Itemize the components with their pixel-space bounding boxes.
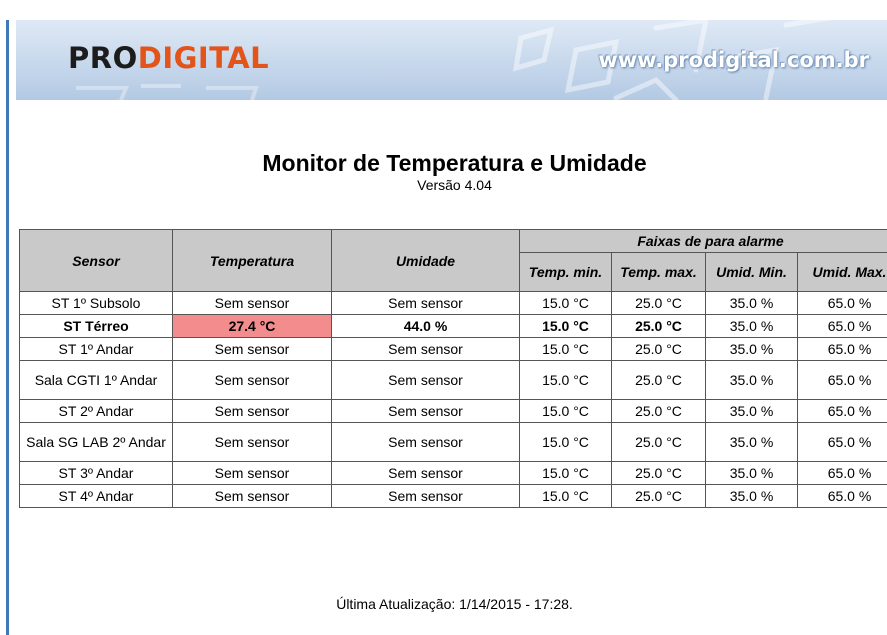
cell-humidity: Sem sensor — [331, 337, 520, 361]
cell-temp-min: 15.0 °C — [519, 360, 612, 400]
cell-humid-min: 35.0 % — [705, 314, 798, 338]
cell-humidity: Sem sensor — [331, 484, 520, 508]
cell-humidity: Sem sensor — [331, 399, 520, 423]
cell-temp-max: 25.0 °C — [611, 422, 706, 462]
cell-sensor: ST 1º Subsolo — [19, 291, 173, 315]
cell-humid-max: 65.0 % — [797, 360, 887, 400]
cell-sensor: ST Térreo — [19, 314, 173, 338]
cell-sensor: ST 1º Andar — [19, 337, 173, 361]
cell-temp-min: 15.0 °C — [519, 461, 612, 485]
cell-temp-min: 15.0 °C — [519, 337, 612, 361]
cell-temp-max: 25.0 °C — [611, 291, 706, 315]
header-temp-min: Temp. min. — [519, 252, 612, 292]
page-title: Monitor de Temperatura e Umidade — [262, 150, 647, 176]
sensor-table-container: Sensor Temperatura Umidade Faixas de par… — [19, 229, 887, 508]
cell-temp-min: 15.0 °C — [519, 422, 612, 462]
version-label: Versão 4.04 — [417, 177, 492, 193]
table-row: ST Térreo 27.4 °C 44.0 % 15.0 °C 25.0 °C… — [19, 314, 887, 338]
cell-humid-min: 35.0 % — [705, 399, 798, 423]
table-row: ST 3º Andar Sem sensor Sem sensor 15.0 °… — [19, 461, 887, 485]
cell-temperature: Sem sensor — [172, 461, 332, 485]
table-row: ST 4º Andar Sem sensor Sem sensor 15.0 °… — [19, 484, 887, 508]
prodigital-logo: PRODIGITAL — [68, 42, 269, 74]
last-update-label: Última Atualização: 1/14/2015 - 17:28. — [336, 596, 573, 612]
table-row: ST 1º Subsolo Sem sensor Sem sensor 15.0… — [19, 291, 887, 315]
cell-humid-max: 65.0 % — [797, 484, 887, 508]
cell-temp-min: 15.0 °C — [519, 291, 612, 315]
cell-temperature: Sem sensor — [172, 422, 332, 462]
header-temperature: Temperatura — [172, 229, 332, 292]
cell-temperature-alarm: 27.4 °C — [172, 314, 332, 338]
cell-sensor: ST 3º Andar — [19, 461, 173, 485]
cell-temp-max: 25.0 °C — [611, 337, 706, 361]
header-banner: PRODIGITAL www.prodigital.com.br — [16, 20, 887, 100]
cell-humidity: 44.0 % — [331, 314, 520, 338]
cell-humid-min: 35.0 % — [705, 484, 798, 508]
logo-text-digital: DIGITAL — [137, 41, 270, 75]
cell-sensor: ST 2º Andar — [19, 399, 173, 423]
cell-humidity: Sem sensor — [331, 422, 520, 462]
cell-temp-max: 25.0 °C — [611, 314, 706, 338]
cell-sensor: Sala SG LAB 2º Andar — [19, 422, 173, 462]
cell-sensor: ST 4º Andar — [19, 484, 173, 508]
cell-temperature: Sem sensor — [172, 399, 332, 423]
cell-humid-min: 35.0 % — [705, 422, 798, 462]
cell-temp-max: 25.0 °C — [611, 461, 706, 485]
cell-sensor: Sala CGTI 1º Andar — [19, 360, 173, 400]
cell-humid-min: 35.0 % — [705, 360, 798, 400]
cell-humidity: Sem sensor — [331, 461, 520, 485]
cell-humid-min: 35.0 % — [705, 337, 798, 361]
page-border — [6, 20, 9, 635]
table-row: Sala CGTI 1º Andar Sem sensor Sem sensor… — [19, 360, 887, 400]
cell-humidity: Sem sensor — [331, 291, 520, 315]
logo-text-pro: PRO — [68, 41, 138, 75]
header-humid-min: Umid. Min. — [705, 252, 798, 292]
cell-temp-min: 15.0 °C — [519, 314, 612, 338]
cell-temp-max: 25.0 °C — [611, 484, 706, 508]
cell-humid-max: 65.0 % — [797, 314, 887, 338]
cell-humid-max: 65.0 % — [797, 399, 887, 423]
site-url: www.prodigital.com.br — [598, 48, 869, 72]
header-temp-max: Temp. max. — [611, 252, 706, 292]
banner-digits-decoration — [76, 20, 832, 100]
table-row: Sala SG LAB 2º Andar Sem sensor Sem sens… — [19, 422, 887, 462]
cell-humid-max: 65.0 % — [797, 291, 887, 315]
cell-humid-min: 35.0 % — [705, 461, 798, 485]
header-humid-max: Umid. Max. — [797, 252, 887, 292]
cell-temperature: Sem sensor — [172, 337, 332, 361]
cell-temp-max: 25.0 °C — [611, 399, 706, 423]
header-alarm-ranges: Faixas de para alarme — [519, 229, 887, 253]
cell-temp-max: 25.0 °C — [611, 360, 706, 400]
cell-humid-max: 65.0 % — [797, 422, 887, 462]
sensor-table: Sensor Temperatura Umidade Faixas de par… — [19, 229, 887, 508]
header-humidity: Umidade — [331, 229, 520, 292]
cell-temperature: Sem sensor — [172, 360, 332, 400]
header-sensor: Sensor — [19, 229, 173, 292]
cell-temp-min: 15.0 °C — [519, 484, 612, 508]
cell-humidity: Sem sensor — [331, 360, 520, 400]
cell-humid-max: 65.0 % — [797, 337, 887, 361]
cell-temperature: Sem sensor — [172, 484, 332, 508]
table-row: ST 2º Andar Sem sensor Sem sensor 15.0 °… — [19, 399, 887, 423]
cell-humid-min: 35.0 % — [705, 291, 798, 315]
cell-temperature: Sem sensor — [172, 291, 332, 315]
cell-temp-min: 15.0 °C — [519, 399, 612, 423]
table-row: ST 1º Andar Sem sensor Sem sensor 15.0 °… — [19, 337, 887, 361]
cell-humid-max: 65.0 % — [797, 461, 887, 485]
